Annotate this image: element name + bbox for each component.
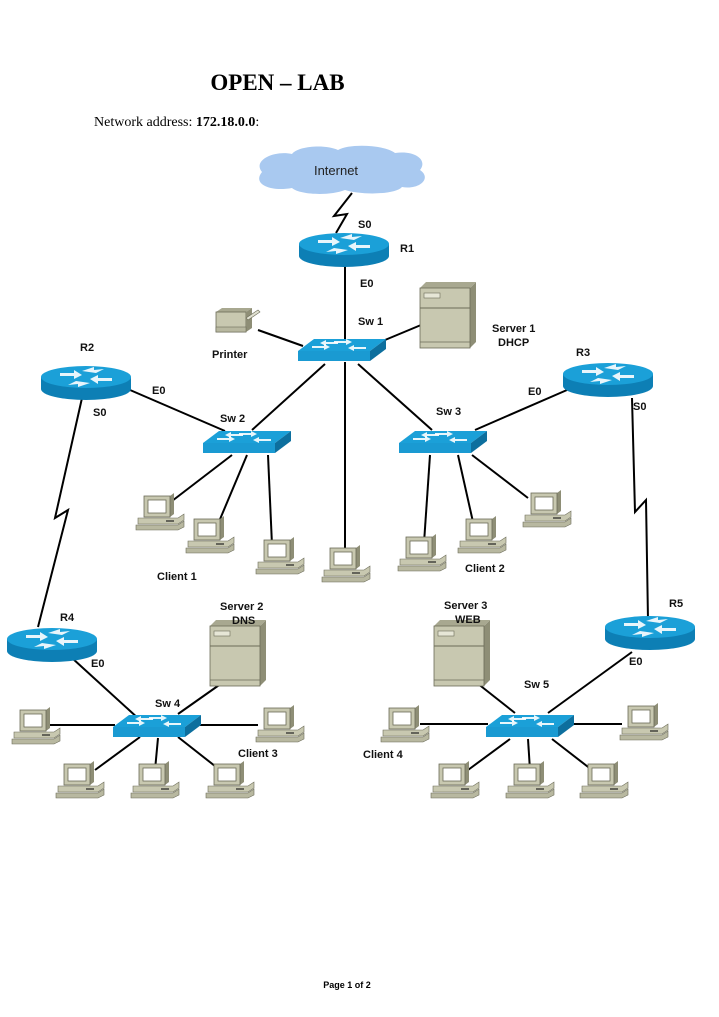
- server-icon-server3: [433, 619, 491, 687]
- internet-cloud-icon: Internet: [259, 145, 425, 194]
- internet-label: Internet: [314, 163, 358, 178]
- switch-icon-sw3: [399, 431, 487, 453]
- link-sw1-sw2: [251, 363, 326, 431]
- pc-icon: [185, 515, 235, 554]
- link-server2-sw4: [177, 682, 223, 715]
- switch-icon-sw1: [298, 339, 386, 361]
- labels: S0 R1 E0 Sw 1 Printer Server 1 DHCP R2 E…: [60, 219, 683, 761]
- r4-label: R4: [60, 612, 75, 624]
- link-sw2-pc: [267, 454, 273, 546]
- pc-icon: [55, 760, 105, 799]
- router-icon-r1: [299, 233, 389, 267]
- router-icon-r3: [563, 363, 653, 397]
- pc-icon: [130, 760, 180, 799]
- pc-icon: [397, 533, 447, 572]
- client3-label: Client 3: [238, 748, 278, 760]
- server-icon-server1: [419, 281, 477, 349]
- r2-e0-label: E0: [152, 385, 165, 397]
- network-address-label: Network address:: [94, 115, 196, 130]
- link-sw4-pc: [94, 736, 141, 771]
- links: [37, 192, 649, 771]
- server3-name-label: Server 3: [444, 600, 487, 612]
- sw1-label: Sw 1: [358, 316, 383, 328]
- link-sw1-sw3: [357, 363, 433, 431]
- switch-icon-sw5: [486, 715, 574, 737]
- r3-e0-label: E0: [528, 386, 541, 398]
- sw4-label: Sw 4: [155, 698, 181, 710]
- printer-label: Printer: [212, 349, 248, 361]
- pc-icon: [619, 702, 669, 741]
- sw3-label: Sw 3: [436, 406, 461, 418]
- switch-icon-sw2: [203, 431, 291, 453]
- r1-label: R1: [400, 243, 414, 255]
- link-r2-r4: [37, 397, 83, 628]
- r5-e0-label: E0: [629, 656, 642, 668]
- link-sw2-pc: [171, 454, 233, 502]
- pc-icon: [255, 536, 305, 575]
- network-address-suffix: :: [255, 115, 260, 130]
- router-icon-r2: [41, 366, 131, 400]
- network-address: Network address: 172.18.0.0:: [94, 115, 259, 131]
- link-sw5-pc: [551, 738, 593, 771]
- link-sw1-printer: [257, 329, 304, 347]
- pc-icon: [255, 704, 305, 743]
- link-r5-sw5: [547, 651, 633, 714]
- link-sw2-pc: [217, 454, 248, 525]
- link-sw3-pc: [423, 454, 431, 544]
- r2-s0-label: S0: [93, 407, 106, 419]
- client4-label: Client 4: [363, 749, 404, 761]
- client1-label: Client 1: [157, 571, 197, 583]
- link-r3-r5: [631, 397, 649, 621]
- r3-label: R3: [576, 347, 590, 359]
- pc-icon: [457, 515, 507, 554]
- router-icon-r5: [605, 616, 695, 650]
- server3-role-label: WEB: [455, 614, 481, 626]
- printer-icon: [215, 307, 261, 333]
- pc-icon: [321, 544, 371, 583]
- link-sw4-pc: [177, 736, 221, 771]
- link-r3-sw3: [474, 389, 568, 431]
- link-internet-r1: [331, 192, 353, 234]
- link-sw3-pc: [471, 454, 529, 499]
- r1-e0-label: E0: [360, 278, 373, 290]
- pc-icon: [522, 489, 572, 528]
- pc-icon: [205, 760, 255, 799]
- link-r4-sw4: [71, 657, 141, 721]
- document-title: OPEN – LAB: [210, 70, 345, 95]
- link-sw5-pc: [467, 738, 511, 771]
- pc-icon: [505, 760, 555, 799]
- sw2-label: Sw 2: [220, 413, 245, 425]
- router-icon-r4: [7, 628, 97, 662]
- network-address-value: 172.18.0.0: [195, 115, 256, 130]
- r5-label: R5: [669, 598, 683, 610]
- r1-s0-label: S0: [358, 219, 371, 231]
- r3-s0-label: S0: [633, 401, 646, 413]
- link-server3-sw5: [476, 682, 516, 714]
- client2-label: Client 2: [465, 563, 505, 575]
- server1-name-label: Server 1: [492, 323, 535, 335]
- link-sw1-server1: [384, 324, 422, 341]
- link-sw3-pc: [457, 454, 474, 523]
- server1-role-label: DHCP: [498, 337, 529, 349]
- page-footer: Page 1 of 2: [323, 980, 371, 990]
- server-icon-server2: [209, 619, 267, 687]
- switch-icon-sw4: [113, 715, 201, 737]
- server2-name-label: Server 2: [220, 601, 263, 613]
- r2-label: R2: [80, 342, 94, 354]
- server2-role-label: DNS: [232, 615, 255, 627]
- link-r2-sw2: [129, 389, 226, 432]
- r4-e0-label: E0: [91, 658, 104, 670]
- sw5-label: Sw 5: [524, 679, 549, 691]
